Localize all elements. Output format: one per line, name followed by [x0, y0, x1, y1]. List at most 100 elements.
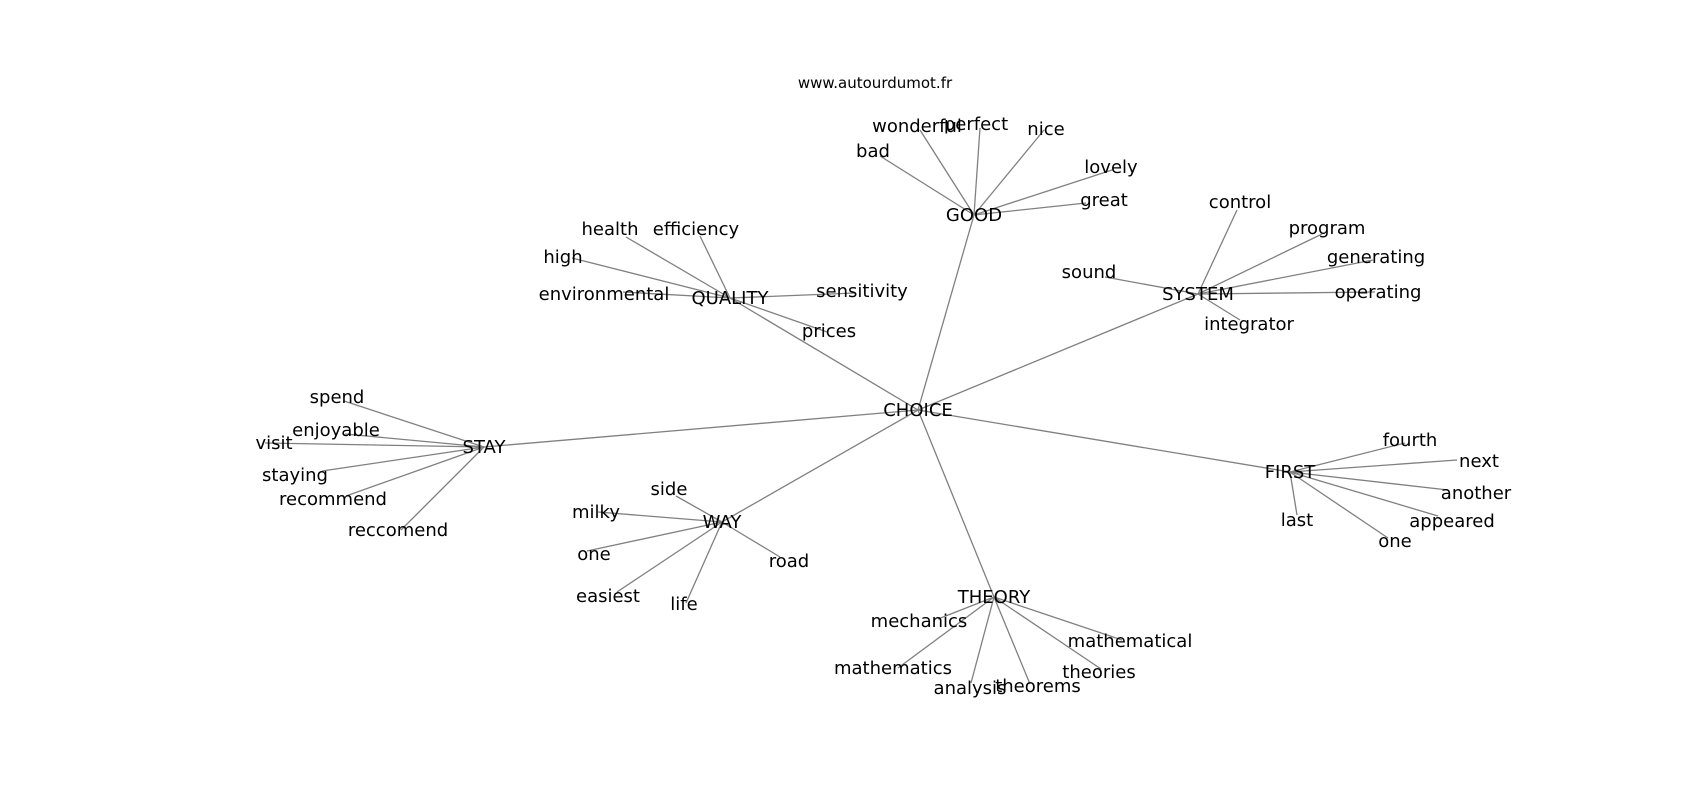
node-hub-way: WAY [703, 512, 743, 533]
node-good-great: great [1080, 190, 1128, 211]
node-quality-high: high [543, 247, 582, 268]
edge-quality-environmental [622, 291, 731, 299]
node-good-nice: nice [1027, 119, 1064, 140]
edge-system-operating [1197, 291, 1376, 295]
edge-system-integrator [1197, 293, 1241, 321]
node-stay-recommend: recommend [279, 489, 387, 510]
node-quality-efficiency: efficiency [653, 219, 740, 240]
node-way-life: life [670, 594, 697, 615]
node-first-last: last [1281, 510, 1313, 531]
edge-quality-prices [729, 297, 828, 333]
edge-system-generating [1197, 259, 1374, 295]
edge-choice-good [917, 214, 975, 411]
edge-way-easiest [616, 521, 723, 593]
edge-theory-theories [993, 596, 1102, 670]
node-quality-sensitivity: sensitivity [816, 281, 908, 302]
edge-first-another [1289, 471, 1449, 491]
node-hub-stay: STAY [463, 437, 507, 458]
edge-good-lovely [973, 169, 1113, 216]
node-center: CHOICE [883, 400, 953, 421]
edge-way-road [721, 521, 781, 558]
node-way-milky: milky [572, 502, 620, 523]
edge-good-perfect [973, 127, 981, 216]
edge-quality-sensitivity [729, 292, 856, 299]
node-first-appeared: appeared [1409, 511, 1495, 532]
node-hub-system: SYSTEM [1162, 284, 1234, 305]
edge-theory-mathematical [993, 596, 1123, 641]
edge-quality-health [625, 236, 731, 299]
node-hub-theory: THEORY [957, 587, 1031, 608]
node-good-lovely: lovely [1084, 157, 1138, 178]
edge-way-side [675, 495, 723, 523]
edge-choice-system [917, 293, 1199, 411]
edge-system-control [1197, 209, 1238, 295]
edges-layer [264, 127, 1458, 685]
edge-first-appeared [1289, 471, 1439, 517]
node-theory-mathematics: mathematics [834, 658, 952, 679]
node-way-easiest: easiest [576, 586, 640, 607]
edge-way-milky [597, 511, 723, 523]
edge-theory-mechanics [937, 596, 995, 620]
edge-first-one [1289, 471, 1389, 539]
edge-stay-visit [264, 442, 485, 448]
node-way-road: road [769, 551, 809, 572]
node-system-operating: operating [1335, 282, 1422, 303]
node-first-another: another [1441, 483, 1512, 504]
edge-stay-staying [321, 446, 485, 472]
node-theory-mechanics: mechanics [871, 611, 968, 632]
edge-way-life [685, 521, 723, 604]
edge-quality-high [571, 257, 731, 299]
edge-stay-reccomend [400, 446, 485, 531]
node-stay-spend: spend [310, 387, 365, 408]
node-way-one: one [577, 544, 611, 565]
edge-good-nice [973, 129, 1045, 216]
edge-choice-first [917, 409, 1291, 473]
node-stay-reccomend: reccomend [348, 520, 448, 541]
edge-stay-spend [343, 400, 485, 448]
edge-good-great [973, 202, 1087, 216]
node-stay-staying: staying [262, 465, 328, 486]
edge-stay-enjoyable [344, 433, 485, 448]
edge-theory-analysis [970, 596, 995, 684]
edge-system-program [1197, 233, 1323, 295]
node-good-perfect: perfect [944, 114, 1008, 135]
node-theory-analysis: analysis [934, 678, 1007, 699]
edge-stay-recommend [345, 446, 485, 497]
node-quality-prices: prices [802, 321, 856, 342]
node-first-next: next [1459, 451, 1499, 472]
edge-good-wonderful [919, 129, 975, 216]
edge-choice-way [721, 409, 919, 523]
node-quality-health: health [582, 219, 639, 240]
node-system-sound: sound [1062, 262, 1117, 283]
edge-first-next [1289, 459, 1458, 473]
edge-theory-theorems [993, 596, 1031, 685]
node-system-integrator: integrator [1204, 314, 1294, 335]
edge-theory-mathematics [897, 596, 995, 669]
node-theory-theorems: theorems [995, 676, 1081, 697]
node-quality-environmental: environmental [539, 284, 670, 305]
edge-choice-quality [729, 297, 919, 411]
node-good-wonderful: wonderful [872, 116, 962, 137]
edge-choice-stay [483, 409, 919, 448]
edge-choice-theory [917, 409, 995, 598]
edge-way-one [586, 521, 723, 552]
edge-first-fourth [1289, 442, 1406, 473]
node-theory-mathematical: mathematical [1068, 631, 1193, 652]
node-good-bad: bad [856, 141, 890, 162]
node-system-program: program [1289, 218, 1366, 239]
node-way-side: side [651, 479, 688, 500]
edge-quality-efficiency [699, 235, 731, 299]
edge-good-bad [879, 155, 975, 216]
node-first-one: one [1378, 531, 1412, 552]
node-system-control: control [1209, 192, 1271, 213]
node-hub-first: FIRST [1265, 462, 1317, 483]
edge-first-last [1289, 471, 1298, 516]
node-first-fourth: fourth [1383, 430, 1438, 451]
node-hub-quality: QUALITY [692, 288, 770, 309]
node-system-generating: generating [1327, 247, 1425, 268]
node-stay-visit: visit [255, 433, 292, 454]
edge-system-sound [1104, 276, 1199, 295]
node-theory-theories: theories [1062, 662, 1135, 683]
